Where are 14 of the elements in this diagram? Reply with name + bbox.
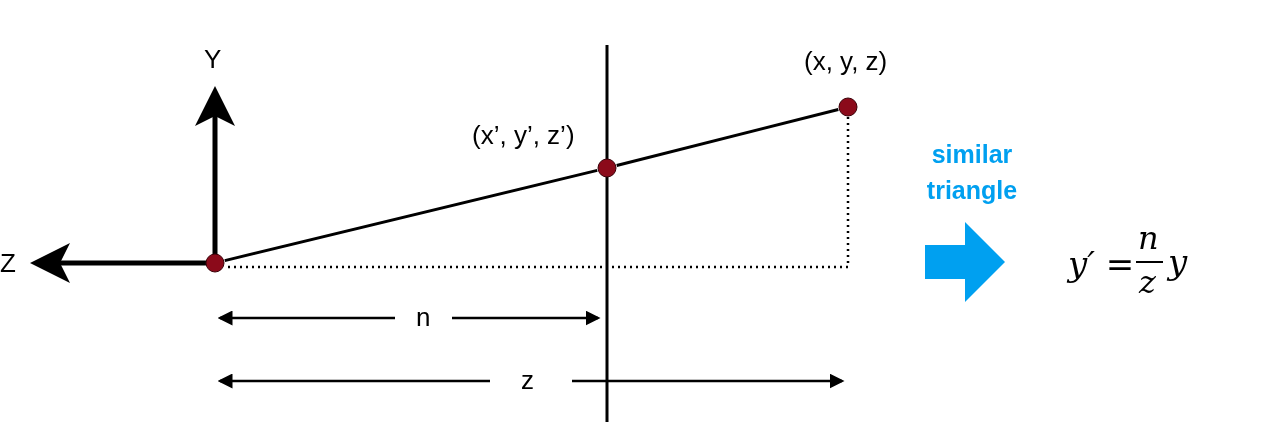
- dimension-label: z: [521, 367, 534, 393]
- formula-text: n: [1138, 222, 1159, 254]
- coordinate-label: (x, y, z): [804, 48, 888, 74]
- axis-label: Z: [0, 250, 16, 276]
- axis-label: Y: [204, 46, 222, 72]
- formula-text: y: [1168, 245, 1188, 279]
- dimension-label: n: [416, 304, 431, 330]
- formula-text: y′ =: [1068, 247, 1135, 281]
- coordinate-label: (x’, y’, z’): [472, 122, 575, 148]
- dotted-line: [225, 117, 850, 269]
- formula-text: z: [1139, 266, 1156, 298]
- annotation-text: similar triangle: [925, 139, 1019, 207]
- projection-line: [224, 168, 598, 263]
- projection-line: [616, 108, 839, 167]
